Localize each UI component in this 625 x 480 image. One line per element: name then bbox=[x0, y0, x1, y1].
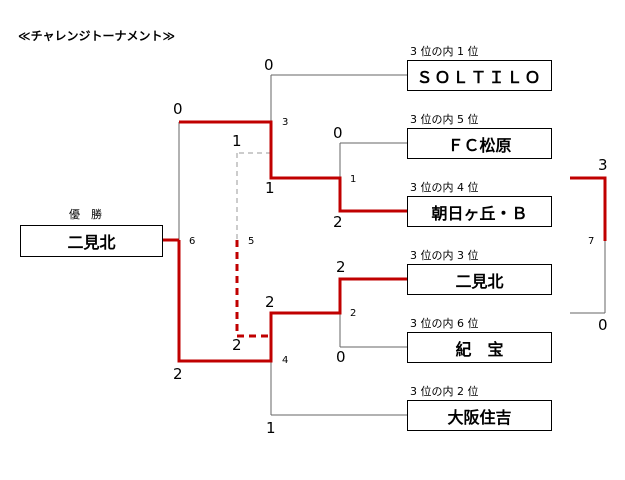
match-4-bottom-score: 1 bbox=[266, 419, 276, 437]
team-note: 3 位の内 3 位 bbox=[410, 249, 479, 262]
match-1-top-score: 0 bbox=[333, 124, 343, 142]
match-6-top-score: 0 bbox=[173, 100, 183, 118]
team-box: ＳＯＬＴＩＬＯ bbox=[407, 60, 552, 91]
match-2-top-score: 2 bbox=[336, 258, 346, 276]
match-1-bottom-score: 2 bbox=[333, 213, 343, 231]
match-3-bottom-score: 1 bbox=[265, 179, 275, 197]
team-note: 3 位の内 5 位 bbox=[410, 113, 479, 126]
match-number: 2 bbox=[350, 308, 357, 319]
match-4-top-score: 2 bbox=[265, 293, 275, 311]
team-box: 二見北 bbox=[407, 264, 552, 295]
dashed-loser-lines bbox=[236, 152, 271, 240]
bracket-line bbox=[235, 240, 271, 338]
match-number: 3 bbox=[282, 117, 289, 128]
champion-label: 優 勝 bbox=[69, 208, 102, 221]
team-note: 3 位の内 4 位 bbox=[410, 181, 479, 194]
bracket-line bbox=[570, 176, 607, 241]
page-title: ≪チャレンジトーナメント≫ bbox=[18, 29, 176, 43]
winner-lines bbox=[163, 120, 607, 363]
team-note: 3 位の内 1 位 bbox=[410, 45, 479, 58]
match-5-top-score: 1 bbox=[232, 132, 242, 150]
team-note: 3 位の内 6 位 bbox=[410, 317, 479, 330]
team-box: 朝日ヶ丘・Ｂ bbox=[407, 196, 552, 227]
loser-lines bbox=[178, 74, 606, 416]
champion-box: 二見北 bbox=[20, 225, 163, 257]
match-number: 6 bbox=[189, 236, 196, 247]
team-box: ＦＣ松原 bbox=[407, 128, 552, 159]
bracket-line bbox=[179, 120, 407, 213]
match-2-bottom-score: 0 bbox=[336, 348, 346, 366]
match-5-bottom-score: 2 bbox=[232, 336, 242, 354]
match-number: 1 bbox=[350, 174, 357, 185]
match-number: 4 bbox=[282, 355, 289, 366]
match-number: 7 bbox=[588, 236, 595, 247]
team-note: 3 位の内 2 位 bbox=[410, 385, 479, 398]
match-7-top-score: 3 bbox=[598, 156, 608, 174]
team-box: 紀 宝 bbox=[407, 332, 552, 363]
team-box: 大阪住吉 bbox=[407, 400, 552, 431]
match-7-bottom-score: 0 bbox=[598, 316, 608, 334]
bracket-line bbox=[177, 240, 407, 363]
match-3-top-score: 0 bbox=[264, 56, 274, 74]
dashed-winner-lines bbox=[235, 240, 271, 338]
match-6-bottom-score: 2 bbox=[173, 365, 183, 383]
match-number: 5 bbox=[248, 236, 255, 247]
